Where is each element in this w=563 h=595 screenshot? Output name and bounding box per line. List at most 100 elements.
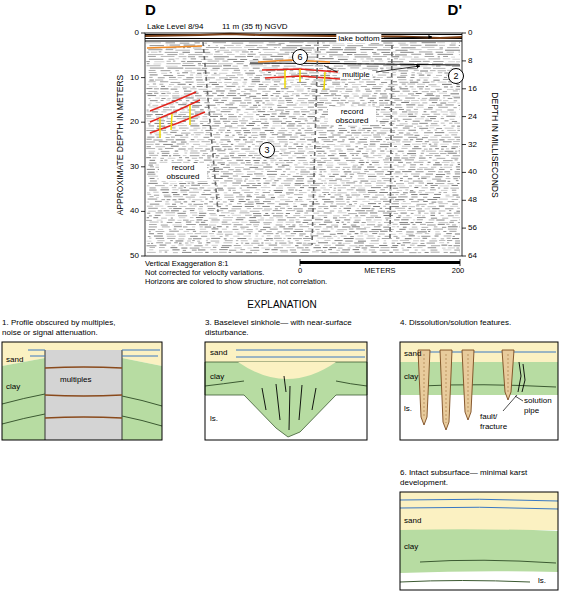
seismic-trace — [226, 165, 229, 166]
seismic-trace — [245, 142, 253, 143]
seismic-trace — [200, 109, 204, 110]
seismic-trace — [146, 148, 155, 149]
seismic-trace — [330, 61, 340, 62]
seismic-trace — [417, 169, 423, 170]
seismic-trace — [353, 59, 356, 60]
seismic-trace — [328, 137, 334, 138]
seismic-trace — [419, 128, 428, 129]
seismic-trace — [263, 114, 270, 115]
seismic-trace — [400, 169, 405, 170]
seismic-trace — [393, 160, 401, 161]
seismic-trace — [301, 65, 313, 66]
seismic-trace — [235, 51, 239, 52]
seismic-trace — [448, 139, 455, 140]
seismic-trace — [422, 150, 425, 151]
seismic-trace — [166, 137, 170, 138]
seismic-trace — [426, 86, 428, 87]
seismic-trace — [345, 135, 352, 136]
seismic-trace — [284, 146, 287, 147]
seismic-trace — [212, 142, 216, 143]
seismic-trace — [456, 86, 460, 87]
seismic-trace — [252, 178, 260, 179]
seismic-trace — [292, 93, 300, 94]
seismic-trace — [284, 185, 290, 186]
seismic-trace — [298, 160, 306, 161]
seismic-trace — [239, 137, 245, 138]
seismic-trace — [303, 162, 308, 163]
seismic-trace — [198, 183, 208, 184]
seismic-trace — [160, 160, 163, 161]
seismic-trace — [321, 91, 327, 92]
seismic-trace — [383, 159, 389, 160]
seismic-trace — [272, 113, 277, 114]
seismic-trace — [425, 72, 433, 73]
seismic-trace — [376, 185, 383, 186]
seismic-trace — [270, 118, 280, 119]
seismic-trace — [441, 146, 447, 147]
seismic-trace — [250, 118, 254, 119]
seismic-trace — [191, 114, 194, 115]
seismic-trace — [352, 86, 358, 87]
seismic-trace — [263, 109, 266, 110]
seismic-trace — [377, 77, 383, 78]
seismic-trace — [224, 123, 226, 124]
seismic-trace — [455, 171, 460, 172]
seismic-trace — [410, 77, 414, 78]
seismic-trace — [353, 181, 357, 182]
seismic-trace — [249, 181, 255, 182]
seismic-trace — [165, 52, 178, 53]
seismic-trace — [301, 128, 304, 129]
seismic-trace — [318, 137, 327, 138]
seismic-trace — [153, 157, 157, 158]
seismic-trace — [260, 132, 265, 133]
seismic-trace — [290, 82, 293, 83]
seismic-trace — [443, 114, 448, 115]
seismic-trace — [242, 157, 249, 158]
seismic-trace — [439, 139, 444, 140]
seismic-trace — [332, 135, 340, 136]
seismic-trace — [430, 137, 437, 138]
seismic-trace — [400, 180, 403, 181]
seismic-trace — [378, 75, 387, 76]
seismic-trace — [287, 105, 297, 106]
seismic-trace — [307, 126, 310, 127]
seismic-trace — [167, 61, 171, 62]
seismic-trace — [331, 93, 336, 94]
seismic-trace — [300, 174, 308, 175]
seismic-trace — [223, 121, 230, 122]
seismic-trace — [449, 123, 452, 124]
seismic-trace — [289, 139, 295, 140]
seismic-trace — [456, 139, 460, 140]
seismic-trace — [331, 169, 339, 170]
seismic-trace — [425, 141, 429, 142]
seismic-trace — [146, 144, 153, 145]
seismic-trace — [394, 58, 398, 59]
seismic-trace — [202, 68, 207, 69]
seismic-trace — [420, 100, 426, 101]
seismic-trace — [447, 109, 453, 110]
seismic-trace — [374, 164, 379, 165]
seismic-trace — [228, 119, 238, 120]
seismic-trace — [422, 143, 427, 144]
seismic-trace — [271, 95, 274, 96]
seismic-trace — [341, 182, 344, 183]
seismic-trace — [296, 133, 302, 134]
seismic-trace — [149, 107, 158, 108]
seismic-trace — [244, 93, 251, 94]
seismic-trace — [222, 146, 231, 147]
seismic-trace — [328, 155, 334, 156]
seismic-trace — [221, 176, 229, 177]
seismic-trace — [305, 146, 308, 147]
seismic-trace — [296, 180, 304, 181]
seismic-trace — [234, 139, 240, 140]
seismic-trace — [248, 49, 259, 50]
seismic-trace — [232, 157, 241, 158]
seismic-trace — [419, 75, 425, 76]
seismic-trace — [366, 58, 373, 59]
seismic-trace — [232, 72, 241, 73]
seismic-trace — [207, 77, 215, 78]
seismic-trace — [370, 139, 374, 140]
seismic-trace — [276, 91, 280, 92]
seismic-trace — [350, 141, 355, 142]
seismic-trace — [300, 109, 306, 110]
